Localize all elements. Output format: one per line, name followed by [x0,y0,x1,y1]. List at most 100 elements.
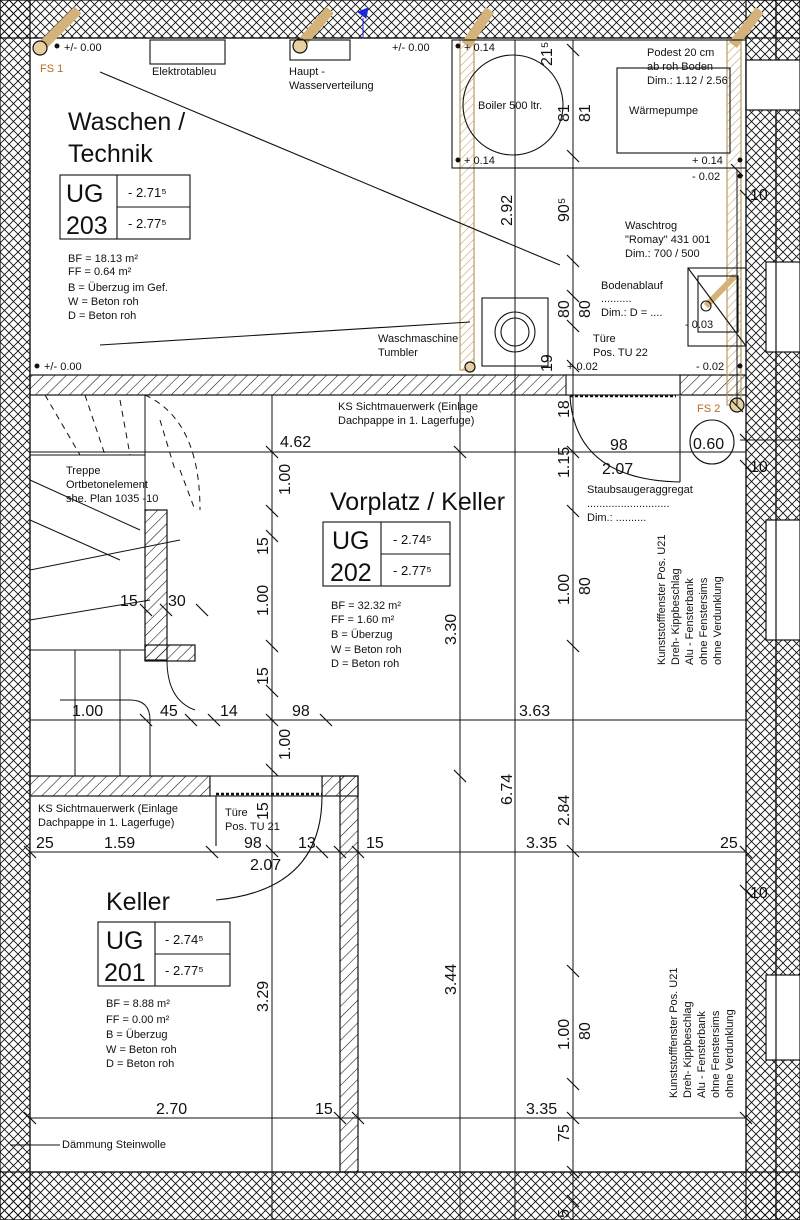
dim-text: 14 [220,703,238,720]
room-info: D = Beton roh [331,658,399,670]
level-label: - 0.03 [685,319,713,331]
wasser-label: Wasserverteilung [289,80,374,92]
room-title: Waschen / [68,108,185,136]
dim-text: 75 [556,1124,573,1142]
fs1-label: FS 1 [40,63,63,75]
tuere-label: Pos. TU 22 [593,347,648,359]
dim-text: 98 [610,437,628,454]
podest-label: ab roh Boden [647,61,713,73]
podest-label: Podest 20 cm [647,47,714,59]
dim-text: 81 [577,104,594,122]
window-note: Dreh- Kippbeschlag [670,568,682,665]
dim-text: 3.63 [519,703,550,720]
treppe-label: Ortbetonelement [66,479,148,491]
room-info: W = Beton roh [331,644,402,656]
level-label: + 0.14 [692,155,723,167]
dim-text: 15 [255,802,272,820]
window-note: ohne Verdunklung [712,576,724,665]
dim-text: 3.35 [526,1101,557,1118]
room-info: FF = 1.60 m² [331,614,395,626]
dim-text: 2.84 [556,795,573,826]
staubsauger-label: Staubsaugeraggregat [587,484,693,496]
level-label: +/- 0.00 [392,42,430,54]
level-label: + 0.14 [464,42,495,54]
dim-text: 15 [120,593,138,610]
circle-value: 0.60 [693,436,724,453]
dim-text: 18 [556,400,573,418]
inner-face-lines [29,37,747,1173]
dim-text: 6.74 [499,774,516,805]
staubsauger-circle [689,419,735,465]
window-note: ohne Fenstersims [698,577,710,665]
room-info: B = Überzug [106,1029,167,1041]
level-label: - 0.02 [692,171,720,183]
dim-text: 15 [255,537,272,555]
room-code-number: 201 [104,959,146,987]
bodenablauf-label: .......... [601,293,632,305]
tuere-label: Pos. TU 21 [225,821,280,833]
dim-text: 1.00 [277,464,294,495]
room-info: B = Überzug [331,629,392,641]
dim-text: 10 [750,459,768,476]
dim-text: 3.30 [443,614,460,645]
dim-text: 80 [577,577,594,595]
level-label: + 0.02 [567,361,598,373]
dim-text: 10 [750,187,768,204]
annotations: FS 1 FS 2 +/- 0.00 +/- 0.00 + 0.14 + 0.1… [38,42,728,1151]
room-info: D = Beton roh [68,310,136,322]
dim-text: 15 [366,835,384,852]
dim-text: 5 [556,1209,573,1218]
waschmaschine-label: Waschmaschine [378,333,458,345]
dim-text: 15 [315,1101,333,1118]
room-code-prefix: UG [106,927,144,955]
ks-wall-label: KS Sichtmauerwerk (Einlage [38,803,178,815]
room-info: B = Überzug im Gef. [68,282,168,294]
room-code-prefix: UG [332,527,370,555]
dimension-texts-vertical: 1.00 15 1.00 15 1.00 15 3.30 6.74 2.84 1… [255,42,594,1218]
waschtrog-label: "Romay" 431 001 [625,234,710,246]
room-vorplatz: Vorplatz / Keller UG 202 - 2.74⁵ - 2.77⁵… [330,488,505,670]
podest-label: Dim.: 1.12 / 2.56 [647,75,728,87]
dim-text: 3.29 [255,981,272,1012]
bodenablauf-label: Bodenablauf [601,280,664,292]
dim-text: 80 [577,1022,594,1040]
room-info: W = Beton roh [106,1044,177,1056]
dim-text: 98 [292,703,310,720]
dim-text: 25 [720,835,738,852]
dim-text: 1.00 [556,1019,573,1050]
elektrotableau-label: Elektrotableu [152,66,216,78]
dim-text: 1.00 [72,703,103,720]
window-note: Kunststofffenster Pos. U21 [656,535,668,665]
dim-text: 3.35 [526,835,557,852]
ks-wall-label: Dachpappe in 1. Lagerfuge) [338,415,474,427]
stair [29,394,201,776]
ks-wall-label: KS Sichtmauerwerk (Einlage [338,401,478,413]
room-title: Technik [68,140,153,168]
room-code-number: 203 [66,212,108,240]
dimension-ticks [23,43,753,1208]
dim-text: 30 [168,593,186,610]
level-label: +/- 0.00 [44,361,82,373]
tuere-label: Türe [593,333,616,345]
room-title: Vorplatz / Keller [330,488,505,516]
room-info: FF = 0.64 m² [68,266,132,278]
dim-text: 2.07 [602,461,633,478]
dim-text: 1.59 [104,835,135,852]
dim-text: 45 [160,703,178,720]
window-note: Kunststofffenster Pos. U21 [668,968,680,1098]
room-title: Keller [106,888,170,916]
level-label: +/- 0.00 [64,42,102,54]
room-level: - 2.71⁵ [128,185,167,200]
room-info: W = Beton roh [68,296,139,308]
interior-walls [29,374,747,1173]
dimension-texts: 4.62 15 30 1.00 45 14 98 3.63 98 2.07 25… [36,187,768,1118]
dim-text: 98 [244,835,262,852]
dim-text: 1.00 [556,574,573,605]
room-info: D = Beton roh [106,1058,174,1070]
dim-text: 25 [36,835,54,852]
level-label: + 0.14 [464,155,495,167]
dim-text: 3.44 [443,964,460,995]
daemmung-label: Dämmung Steinwolle [62,1139,166,1151]
diagonal-lines [99,71,747,347]
room-info: BF = 18.13 m² [68,253,138,265]
